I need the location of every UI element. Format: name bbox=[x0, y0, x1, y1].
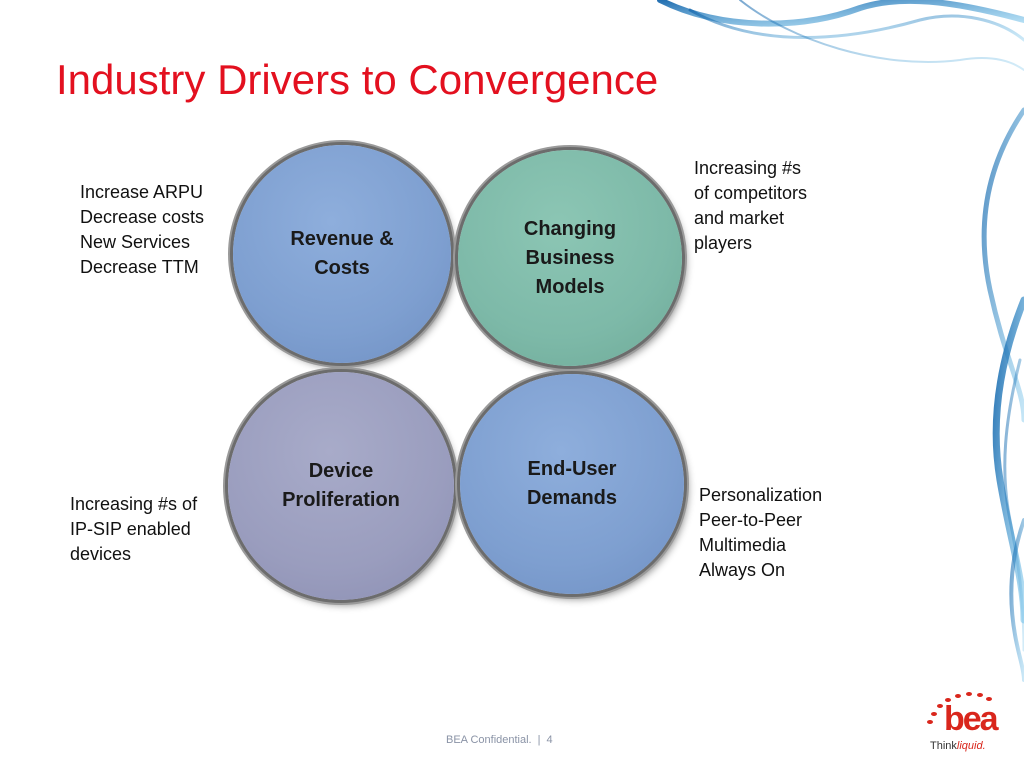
note-line: and market bbox=[694, 208, 785, 228]
revenue-costs-label: Revenue & Costs bbox=[290, 228, 394, 279]
note-line: Peer-to-Peer bbox=[699, 510, 803, 530]
revenue-notes: Increase ARPU Decrease costs New Service… bbox=[80, 180, 204, 280]
device-proliferation-label: Device Proliferation bbox=[282, 460, 400, 511]
changing-business-models-label: Changing Business Models bbox=[523, 217, 617, 298]
changing-business-models-circle: Changing Business Models bbox=[458, 150, 682, 366]
page-number: 4 bbox=[546, 734, 553, 746]
note-line: of competitors bbox=[694, 183, 808, 203]
slide-title: Industry Drivers to Convergence bbox=[56, 56, 659, 103]
tagline-think: Think bbox=[930, 740, 957, 752]
tagline-liquid: liquid. bbox=[956, 740, 986, 752]
note-line: Increase ARPU bbox=[80, 182, 204, 202]
note-line: devices bbox=[70, 544, 132, 564]
revenue-costs-circle: Revenue & Costs bbox=[233, 145, 451, 363]
note-line: New Services bbox=[80, 232, 191, 252]
end-user-demands-circle: End-User Demands bbox=[460, 374, 684, 594]
bea-logo: bea Thinkliquid. bbox=[918, 690, 1008, 760]
confidential-label: BEA Confidential. bbox=[446, 734, 532, 746]
device-proliferation-circle: Device Proliferation bbox=[228, 372, 454, 600]
note-line: Personalization bbox=[699, 485, 823, 505]
note-line: Decrease TTM bbox=[80, 257, 199, 277]
end-user-demands-label: End-User Demands bbox=[526, 458, 618, 509]
footer-separator: | bbox=[537, 734, 541, 746]
note-line: Multimedia bbox=[699, 535, 787, 555]
note-line: Increasing #s bbox=[694, 158, 802, 178]
slide-footer: BEA Confidential. | 4 bbox=[446, 734, 553, 746]
note-line: Decrease costs bbox=[80, 207, 205, 227]
note-line: Always On bbox=[699, 560, 786, 580]
note-line: IP-SIP enabled bbox=[70, 519, 191, 539]
note-line: Increasing #s of bbox=[70, 494, 198, 514]
device-notes: Increasing #s of IP-SIP enabled devices bbox=[70, 492, 197, 567]
note-line: players bbox=[694, 233, 753, 253]
logo-dots-icon bbox=[927, 692, 992, 724]
end-user-notes: Personalization Peer-to-Peer Multimedia … bbox=[699, 483, 822, 583]
logo-wordmark: bea bbox=[944, 700, 999, 738]
changing-models-notes: Increasing #s of competitors and market … bbox=[694, 156, 807, 256]
logo-tagline: Thinkliquid. bbox=[930, 740, 986, 752]
